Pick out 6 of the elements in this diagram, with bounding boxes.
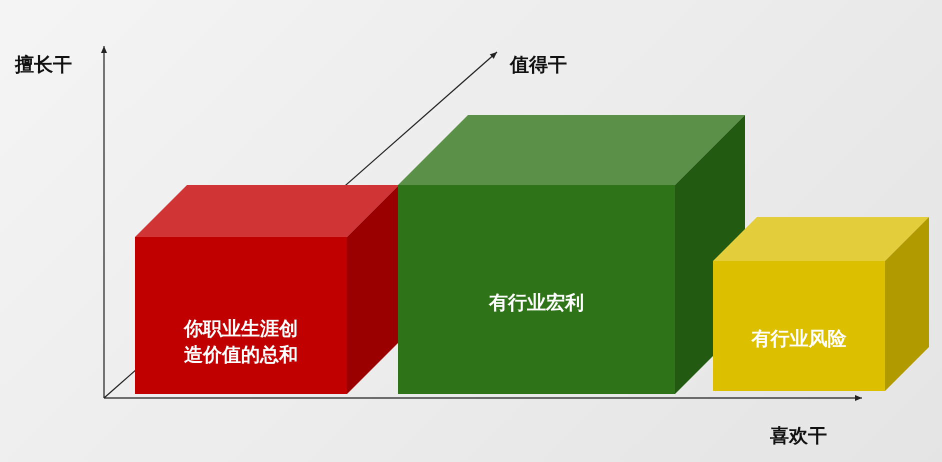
cube-label: 你职业生涯创造价值的总和 (182, 316, 299, 368)
axis-label: 喜欢干 (770, 424, 827, 449)
axis-label: 擅长干 (15, 53, 72, 78)
cube-label: 有行业宏利 (488, 290, 585, 316)
cube-label: 有行业风险 (750, 327, 848, 352)
axis-label: 值得干 (510, 53, 567, 78)
